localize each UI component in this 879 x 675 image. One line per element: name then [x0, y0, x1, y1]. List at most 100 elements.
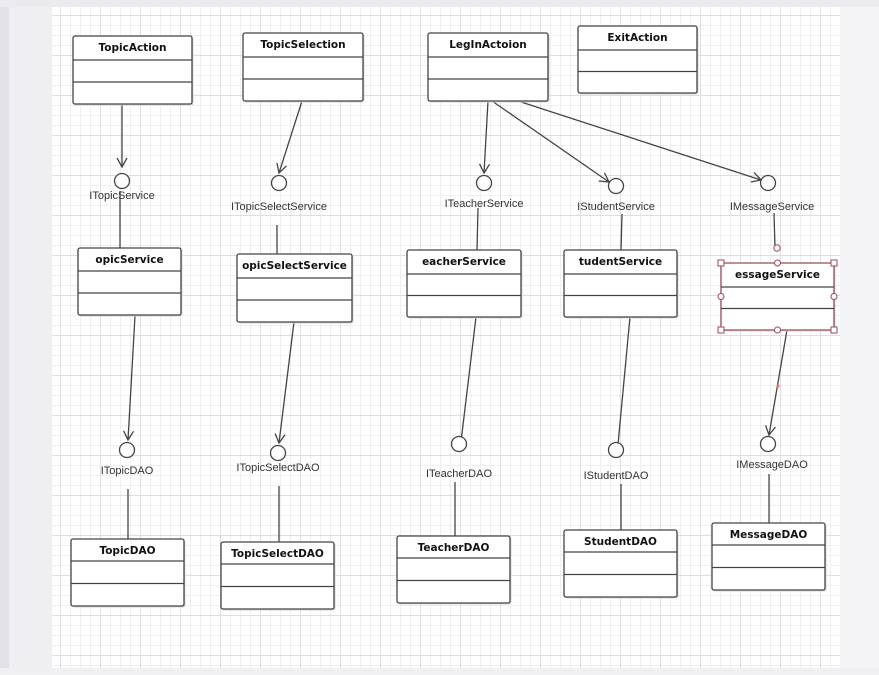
dependency-arrow[interactable] [276, 100, 303, 175]
uml-diagram[interactable]: TopicAction TopicSelection LegInActoion Exi… [52, 7, 879, 675]
service-interface-istudent-service[interactable] [607, 177, 625, 195]
class-box[interactable] [77, 247, 182, 316]
left-panel-gutter [0, 7, 52, 668]
action-class-exit-action[interactable]: ExitAction [577, 25, 699, 95]
class-name: opicService [95, 254, 163, 266]
service-interface-imessage-service[interactable] [759, 174, 777, 192]
class-box[interactable] [563, 249, 678, 318]
selection-handle[interactable] [717, 259, 725, 267]
class-name: TopicAction [99, 42, 167, 54]
dao-interface-itopic-dao[interactable] [118, 441, 136, 459]
interface-label: IStudentService [577, 201, 655, 213]
interface-lollipop[interactable] [269, 444, 287, 462]
interface-label: ITeacherService [445, 198, 524, 210]
dependency-arrow[interactable] [478, 100, 491, 175]
class-box[interactable] [427, 32, 549, 102]
class-box[interactable] [577, 25, 698, 94]
class-box[interactable] [242, 32, 364, 102]
interface-label: IStudentDAO [584, 470, 649, 482]
selection-handle[interactable] [774, 259, 781, 267]
dependency-arrow[interactable] [612, 316, 631, 457]
dao-interface-iteacher-dao[interactable] [450, 435, 468, 453]
class-box[interactable] [711, 522, 826, 591]
class-name: StudentDAO [584, 536, 657, 548]
class-box[interactable] [396, 535, 511, 604]
interface-lollipop[interactable] [270, 174, 288, 192]
dependency-arrow[interactable] [491, 100, 611, 183]
service-class-opic-service[interactable]: opicService [77, 247, 183, 317]
selection-handle[interactable] [830, 293, 838, 300]
selection-handle[interactable] [774, 326, 781, 334]
connector-midpoint[interactable] [776, 384, 780, 388]
action-class-leg-in-actoion[interactable]: LegInActoion [427, 32, 550, 103]
selection-handle[interactable] [717, 326, 725, 334]
interface-lollipop[interactable] [759, 174, 777, 192]
class-name: TeacherDAO [418, 542, 490, 554]
dependency-arrow[interactable] [274, 321, 295, 445]
class-name: TopicSelectDAO [231, 548, 324, 560]
interface-label: IMessageService [730, 201, 814, 213]
dao-interface-imessage-dao[interactable] [759, 435, 777, 453]
selection-handle[interactable] [830, 326, 838, 334]
class-name: LegInActoion [449, 39, 527, 51]
service-class-eacher-service[interactable]: eacherService [406, 249, 523, 319]
class-box[interactable] [406, 249, 522, 318]
service-class-essage-service[interactable]: essageService [717, 244, 838, 388]
realization-line[interactable] [620, 213, 623, 251]
class-name: MessageDAO [730, 529, 808, 541]
dao-interface-itopic-select-dao[interactable] [269, 444, 287, 462]
class-name: TopicDAO [99, 545, 155, 557]
dependency-arrow[interactable] [122, 315, 136, 442]
left-scroll-rail[interactable] [0, 7, 9, 668]
realization-line[interactable] [476, 207, 479, 251]
interface-lollipop[interactable] [759, 435, 777, 453]
interface-label: ITopicSelectService [231, 201, 327, 213]
class-name: TopicSelection [260, 39, 345, 51]
interface-lollipop[interactable] [607, 441, 625, 459]
dependency-arrow[interactable] [764, 329, 788, 437]
service-class-opic-select-service[interactable]: opicSelectService [236, 253, 354, 324]
service-interface-itopic-service[interactable] [113, 172, 131, 190]
nodes-layer: TopicAction TopicSelection LegInActoion Exi… [70, 25, 838, 611]
dao-interface-istudent-dao[interactable] [607, 441, 625, 459]
dao-class-student-dao[interactable]: StudentDAO [563, 529, 679, 599]
interface-lollipop[interactable] [607, 177, 625, 195]
interface-label: IMessageDAO [736, 459, 808, 471]
action-class-topic-selection[interactable]: TopicSelection [242, 32, 365, 103]
interface-lollipop[interactable] [113, 172, 131, 190]
class-name: opicSelectService [242, 260, 347, 272]
dao-class-teacher-dao[interactable]: TeacherDAO [396, 535, 512, 605]
class-name: ExitAction [607, 32, 667, 44]
interface-lollipop[interactable] [118, 441, 136, 459]
dependency-arrow[interactable] [517, 100, 763, 183]
dao-class-topic-dao[interactable]: TopicDAO [70, 538, 186, 608]
interface-lollipop[interactable] [450, 435, 468, 453]
class-box[interactable] [220, 541, 335, 610]
action-class-topic-action[interactable]: TopicAction [72, 35, 194, 106]
connectors-layer [116, 100, 788, 542]
service-class-tudent-service[interactable]: tudentService [563, 249, 679, 319]
class-box[interactable] [72, 35, 193, 105]
class-box[interactable] [563, 529, 678, 598]
dependency-arrow[interactable] [455, 316, 477, 452]
selection-handle[interactable] [717, 293, 725, 300]
diagram-canvas[interactable]: TopicAction TopicSelection LegInActoion Exi… [52, 7, 840, 668]
class-box[interactable] [70, 538, 185, 607]
rotate-handle[interactable] [773, 244, 781, 252]
class-name: eacherService [422, 256, 506, 268]
service-interface-iteacher-service[interactable] [475, 174, 493, 192]
class-box[interactable] [236, 253, 353, 323]
interface-label: ITopicSelectDAO [236, 462, 320, 474]
interface-label: ITeacherDAO [426, 468, 492, 480]
class-name: tudentService [579, 256, 662, 268]
interface-lollipop[interactable] [475, 174, 493, 192]
dao-class-message-dao[interactable]: MessageDAO [711, 522, 827, 592]
service-interface-itopic-select-service[interactable] [270, 174, 288, 192]
class-name: essageService [735, 269, 820, 281]
interface-label: ITopicDAO [101, 465, 154, 477]
dao-class-topic-select-dao[interactable]: TopicSelectDAO [220, 541, 336, 611]
right-panel-gutter [840, 7, 879, 668]
selection-handle[interactable] [830, 259, 838, 267]
realization-line[interactable] [773, 212, 776, 249]
